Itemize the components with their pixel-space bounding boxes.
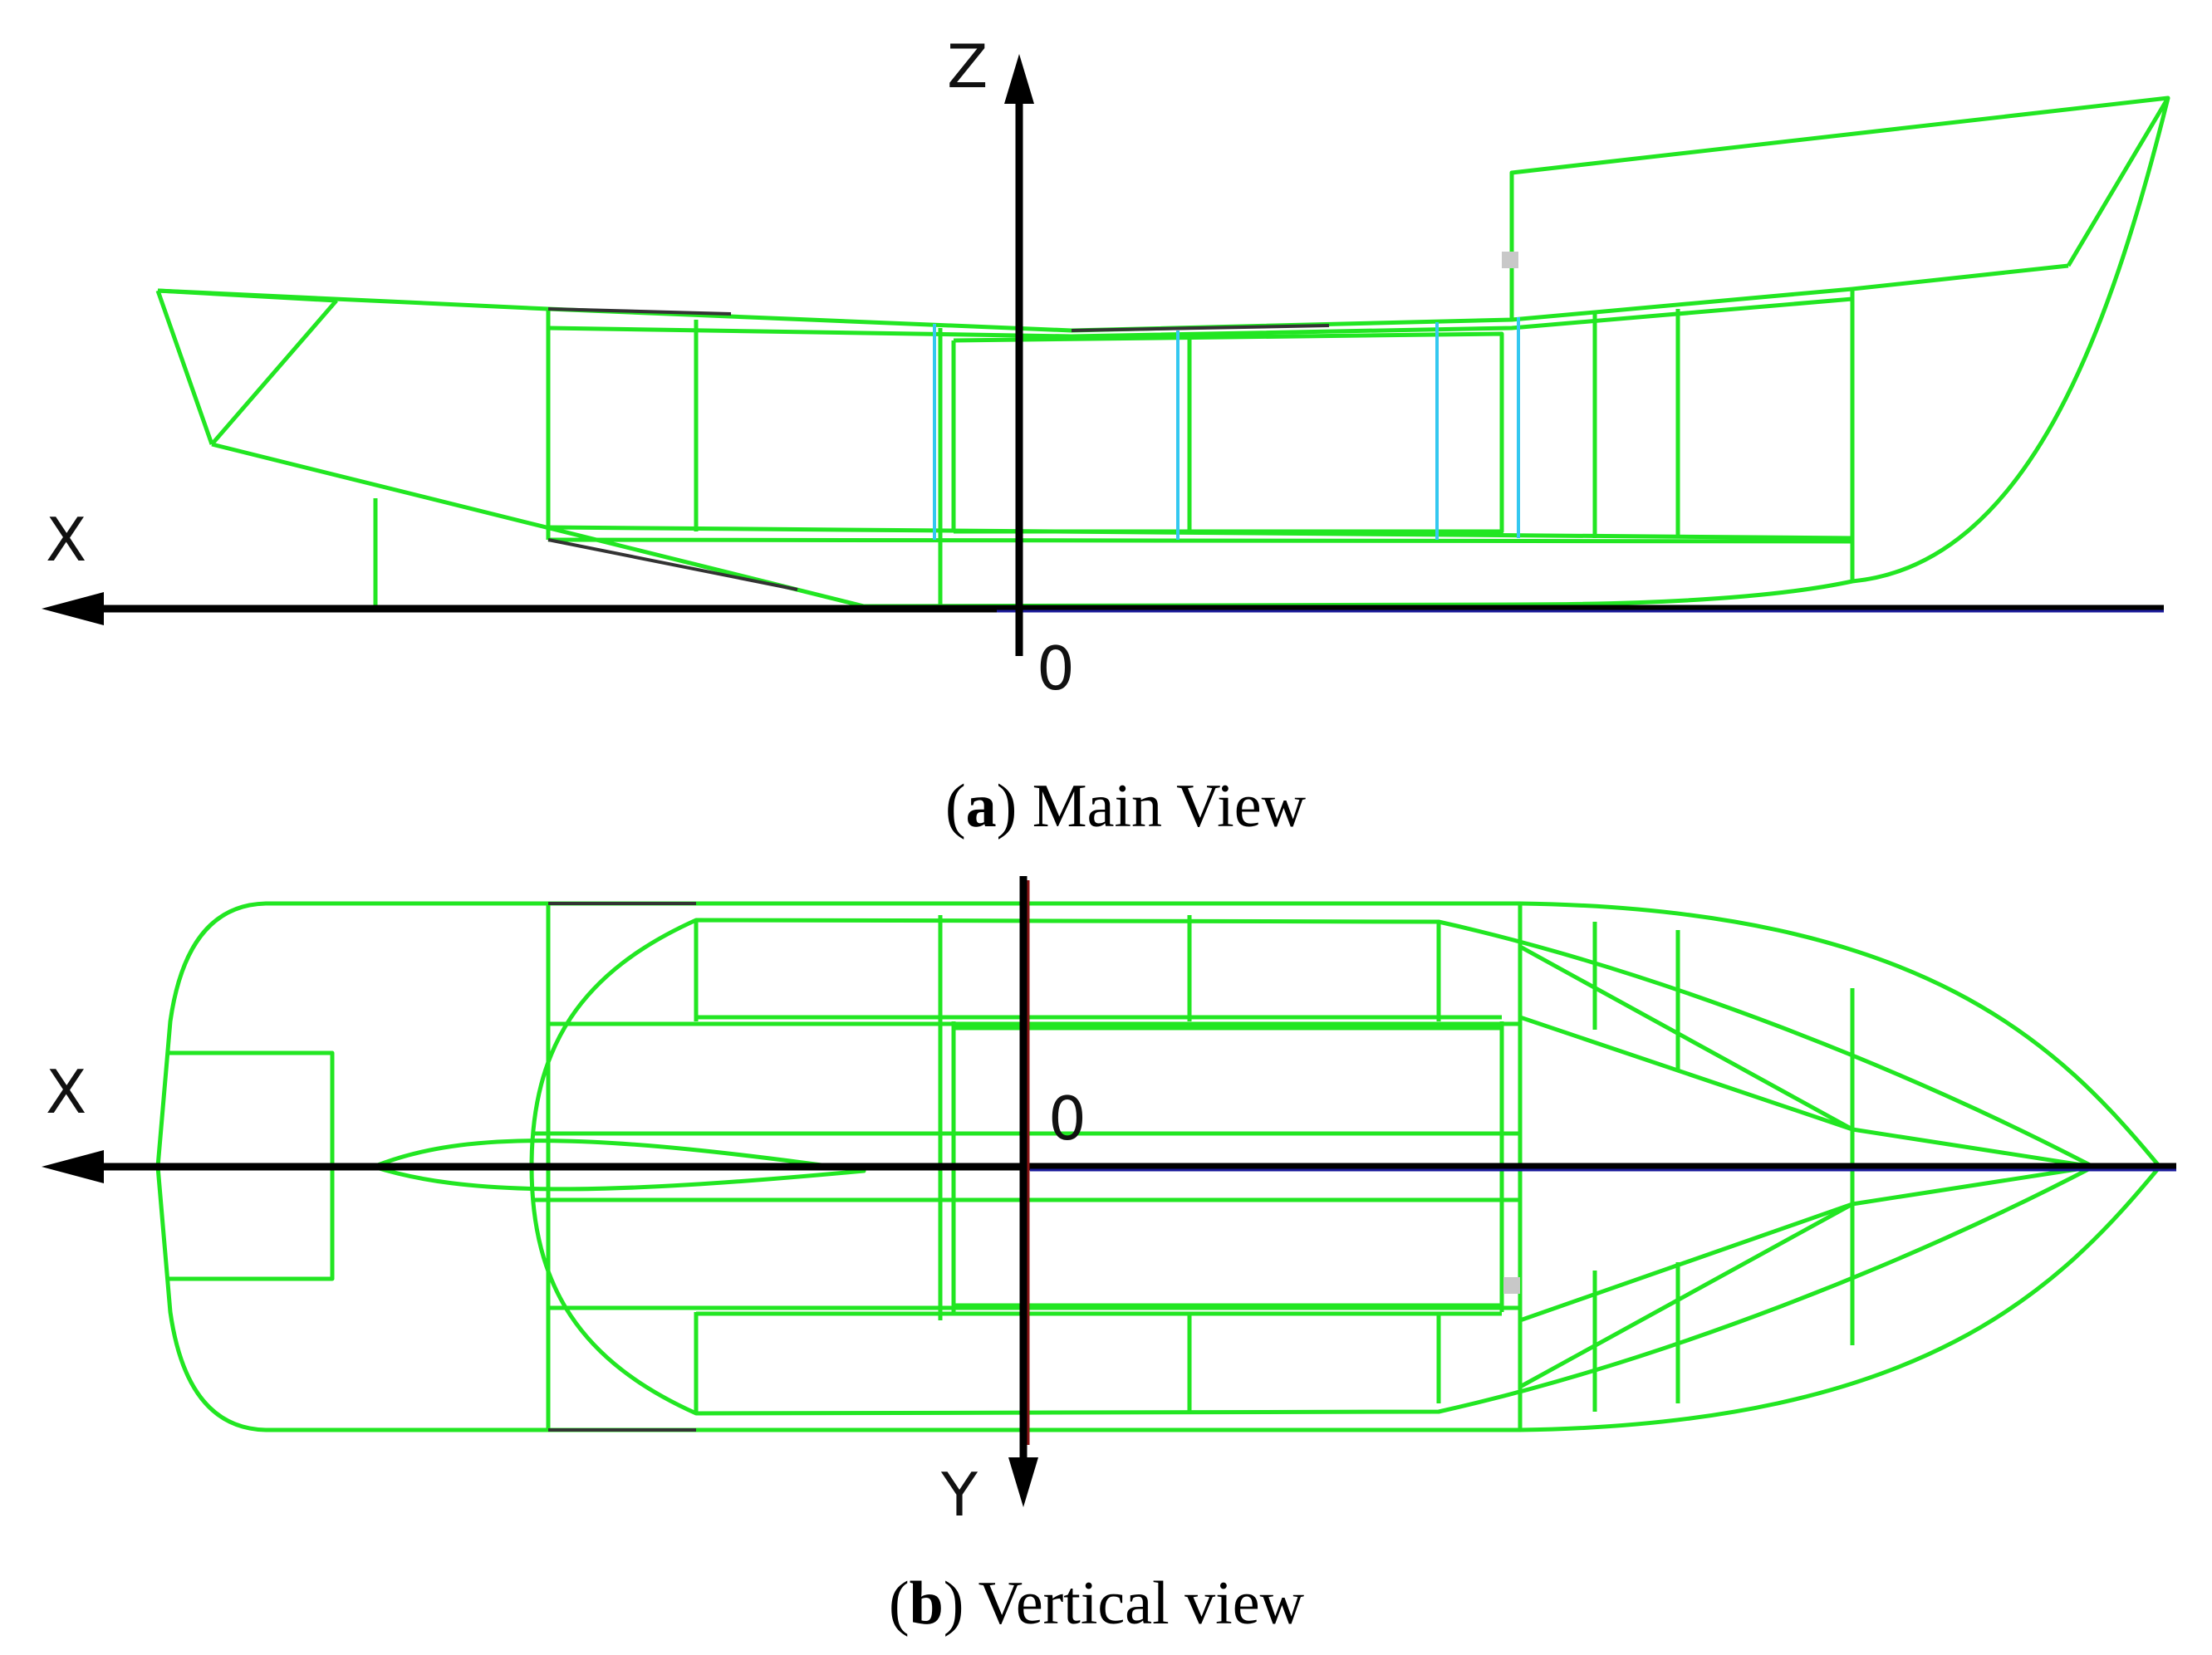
caption-text: Vertical view [978, 1569, 1305, 1638]
bow-curve [1511, 97, 2170, 607]
caption-letter: b [910, 1569, 944, 1638]
y-axis-arrow-icon [1008, 1457, 1038, 1507]
main-view-hull-outline [155, 95, 2170, 609]
caption-text: Main View [1032, 772, 1307, 840]
main-view-dark-edges [547, 307, 1330, 591]
z-axis-arrow-icon [1004, 54, 1034, 104]
cabin-outline [1509, 95, 2170, 320]
main-view-cyan-frames [933, 317, 1520, 540]
main-view-panel: Z X 0 (a) Main View [42, 32, 2170, 840]
x-axis-arrow-icon [42, 1150, 104, 1183]
z-axis-label: Z [947, 32, 988, 101]
stern-keel-line [211, 442, 865, 609]
vertical-view-axes [42, 876, 2176, 1507]
deck-outline [155, 901, 2162, 1432]
center-tank-box [953, 331, 1504, 534]
x-axis-label: X [46, 1057, 86, 1127]
vertical-view-hull-outline [155, 901, 2162, 1432]
longitudinal-lower [548, 1305, 1520, 1316]
main-view-axes [42, 54, 2164, 656]
deck-line [547, 296, 1853, 339]
caption-letter: a [966, 772, 997, 840]
main-view-marker [1502, 252, 1518, 268]
sheer-line [157, 263, 2069, 333]
origin-label: 0 [1037, 634, 1075, 703]
vertical-view-panel: X 0 Y (b) Vertical view [42, 876, 2176, 1638]
bow-inner-line-lower [1518, 1164, 2094, 1389]
origin-label: 0 [1048, 1084, 1086, 1153]
vertical-view-marker [1503, 1277, 1520, 1294]
keel-wedge [371, 1138, 866, 1192]
center-tank-outline [951, 1026, 1504, 1308]
inner-hull-curve [529, 918, 2096, 1416]
stern-diagonal [210, 299, 338, 446]
main-view-caption: (a) Main View [945, 772, 1307, 840]
stern-transom [155, 290, 214, 445]
vertical-view-dark-edges [548, 902, 696, 1432]
bow-inner-line-upper [1518, 944, 2094, 1169]
vertical-view-caption: (b) Vertical view [889, 1569, 1305, 1638]
x-axis-label: X [46, 505, 86, 575]
y-axis-label: Y [940, 1460, 978, 1530]
x-axis-arrow-icon [42, 592, 104, 625]
longitudinal-upper [548, 1015, 1520, 1026]
bow-wedge-lower [1519, 1202, 1853, 1323]
bow-wedge-upper [1519, 1015, 1853, 1132]
